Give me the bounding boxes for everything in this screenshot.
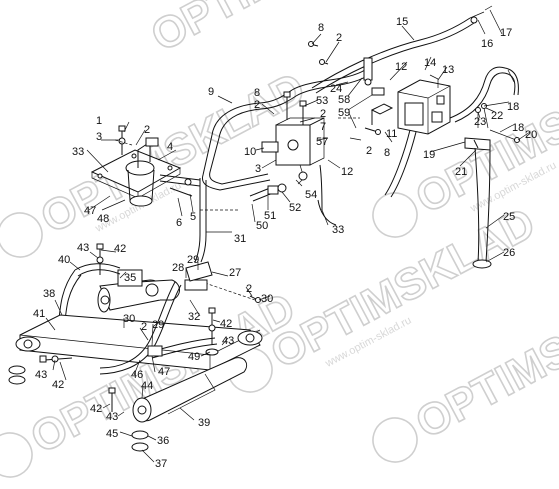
callout-47: 47 [84, 205, 96, 217]
callout-34: 35 [124, 272, 136, 284]
callout-7: 7 [320, 121, 326, 133]
callout-25: 25 [503, 211, 515, 223]
callout-27: 27 [229, 267, 241, 279]
callout-12-mid: 12 [341, 166, 353, 178]
callout-43: 44 [141, 380, 153, 392]
callout-53: 53 [316, 95, 328, 107]
callout-11: 11 [386, 128, 397, 140]
callout-49: 49 [188, 351, 200, 363]
callout-19: 19 [423, 149, 435, 161]
callout-5: 5 [190, 211, 196, 223]
callout-41-right: 42 [220, 318, 232, 330]
callout-6: 6 [176, 217, 182, 229]
callout-24: 24 [330, 83, 342, 95]
callout-41-left: 42 [52, 379, 64, 391]
watermark-logo-ring [372, 417, 418, 463]
callout-21: 21 [455, 166, 467, 178]
watermark-logo-ring [0, 432, 33, 478]
callout-42-top: 43 [77, 242, 89, 254]
callout-18-bottom: 18 [512, 122, 524, 134]
callout-51: 51 [264, 210, 276, 222]
callout-35: 36 [157, 435, 169, 447]
watermark-brand: OPTIMSKLAD [143, 0, 423, 61]
callout-36: 37 [155, 458, 167, 470]
callout-57: 57 [316, 136, 328, 148]
callout-29-bottom: 29 [152, 319, 164, 331]
callout-41-top: 42 [114, 243, 126, 255]
callout-8-top: 8 [318, 22, 324, 34]
callout-3: 3 [96, 131, 102, 143]
callout-3-valve: 3 [255, 163, 261, 175]
callout-38: 39 [198, 417, 210, 429]
callout-42-left: 43 [35, 369, 47, 381]
callout-58: 58 [338, 94, 350, 106]
callout-28: 28 [172, 262, 184, 274]
callout-20: 20 [525, 129, 537, 141]
callout-46: 47 [158, 366, 170, 378]
watermark-logo-ring [0, 212, 43, 258]
callout-14: 14 [424, 57, 436, 69]
callout-29-top: 29 [187, 254, 199, 266]
callout-50: 50 [256, 220, 268, 232]
callout-2-bracket: 2 [246, 283, 252, 295]
callout-42-right: 43 [222, 335, 234, 347]
callout-15: 15 [396, 16, 408, 28]
callout-2-top: 2 [336, 32, 342, 44]
callout-26: 26 [503, 247, 515, 259]
callout-37: 38 [43, 288, 55, 300]
parts-drawing [8, 5, 531, 463]
callout-1: 1 [96, 115, 102, 127]
callout-17: 17 [500, 27, 512, 39]
callout-2-valve: 2 [320, 108, 326, 120]
callout-41-bottom: 42 [90, 403, 102, 415]
callout-16: 16 [481, 38, 493, 50]
callout-33-left: 33 [72, 146, 84, 158]
callout-52: 52 [289, 202, 301, 214]
callout-33-right: 33 [332, 224, 344, 236]
watermark-brand: OPTIMSKLAD [263, 198, 543, 378]
callout-2-pump: 2 [144, 124, 150, 136]
callout-31: 31 [234, 233, 246, 245]
watermark-logo-ring [372, 192, 418, 238]
callout-48: 48 [97, 213, 109, 225]
callout-4: 4 [167, 141, 173, 153]
callout-2-lower: 2 [141, 321, 147, 333]
callout-23: 23 [474, 116, 486, 128]
callout-18-top: 18 [507, 101, 519, 113]
callout-2-right: 2 [366, 145, 372, 157]
callout-42-bottom: 43 [106, 411, 118, 423]
callout-30-right: 30 [261, 293, 273, 305]
callout-2-mid: 2 [254, 99, 260, 111]
callout-10: 10 [244, 146, 256, 158]
callout-12-top: 12 [395, 61, 407, 73]
callout-44: 45 [106, 428, 118, 440]
callout-13: 13 [442, 64, 454, 76]
callout-22: 22 [491, 110, 503, 122]
callout-54: 54 [305, 189, 317, 201]
callout-39: 40 [58, 254, 70, 266]
callout-9: 9 [208, 86, 214, 98]
callout-32: 32 [188, 311, 200, 323]
callout-30-left: 30 [123, 313, 135, 325]
callout-8-right: 8 [384, 147, 390, 159]
callout-45: 46 [131, 369, 143, 381]
callout-59: 59 [338, 107, 350, 119]
callout-8-mid: 8 [254, 87, 260, 99]
callout-numbers: 8 2 15 16 17 9 8 2 53 2 7 57 10 3 24 58 … [33, 16, 537, 470]
callout-40: 41 [33, 308, 45, 320]
